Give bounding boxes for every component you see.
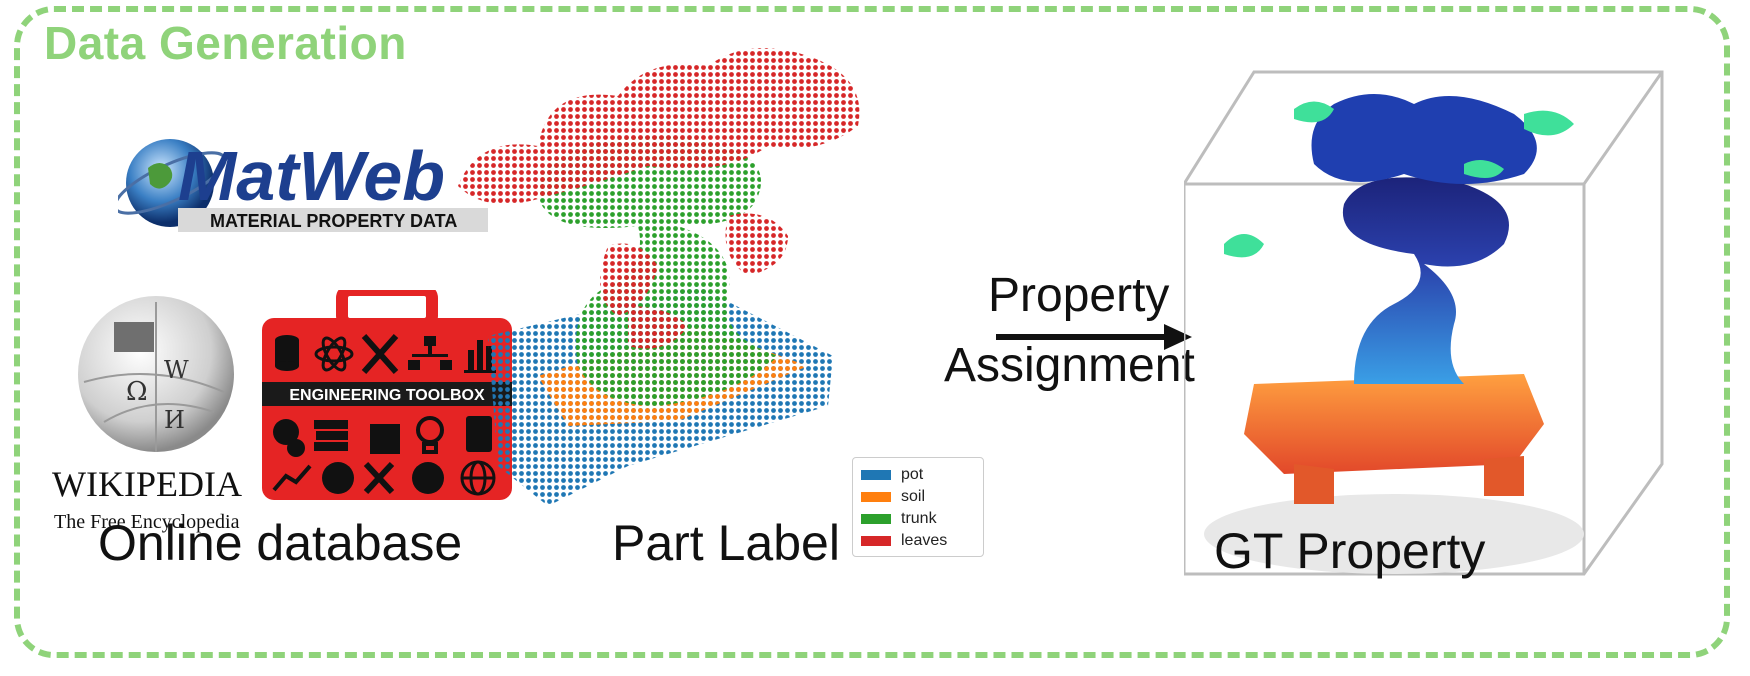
part-legend: pot soil trunk leaves <box>852 457 984 557</box>
legend-item-trunk: trunk <box>861 508 983 530</box>
wikipedia-sub: The Free Encyclopedia <box>54 511 240 533</box>
tools-icon <box>361 334 399 374</box>
globe-icon <box>126 139 214 227</box>
gt-property-render <box>1184 70 1664 576</box>
hierarchy-icon <box>408 336 452 370</box>
toolbox-label: ENGINEERING TOOLBOX <box>289 387 485 404</box>
line-chart-icon <box>272 464 312 492</box>
right-arrow-icon <box>996 324 1192 350</box>
trunk-render <box>1342 177 1509 384</box>
legend-swatch-soil <box>861 492 891 502</box>
books-icon <box>314 420 348 451</box>
legend-item-soil: soil <box>861 486 983 508</box>
caption-gt-property: GT Property <box>1214 523 1486 579</box>
shadow <box>1204 494 1584 574</box>
legend-swatch-leaves <box>861 536 891 546</box>
trunk-points <box>538 136 778 406</box>
svg-text:W: W <box>164 356 189 384</box>
matweb-sub: MATERIAL PROPERTY DATA <box>210 211 457 231</box>
hammers-icon <box>363 461 395 495</box>
head-gear-icon <box>412 462 444 494</box>
shopping-bag-icon <box>370 424 400 454</box>
pot-render <box>1244 374 1544 474</box>
lightbulb-icon <box>416 416 444 454</box>
caption-online-database: Online database <box>98 515 463 571</box>
part-label-voxel-tree <box>458 48 860 506</box>
calculator-icon <box>466 416 492 452</box>
canopy-render <box>1311 94 1537 184</box>
legend-swatch-pot <box>861 470 891 480</box>
section-title: Data Generation <box>44 17 407 69</box>
data-generation-frame <box>14 6 1730 658</box>
caption-part-label: Part Label <box>612 515 840 571</box>
wikipedia-name: WIKIPEDIA <box>52 464 242 504</box>
svg-text:Ω: Ω <box>126 377 148 407</box>
legend-item-leaves: leaves <box>861 530 983 552</box>
engineering-toolbox-logo: ENGINEERING TOOLBOX <box>262 290 512 500</box>
database-icon <box>275 335 299 371</box>
legend-item-pot: pot <box>861 464 983 486</box>
leaves-points <box>458 48 860 349</box>
atom-icon <box>314 336 354 372</box>
svg-text:И: И <box>164 406 185 434</box>
matweb-logo: MatWeb MATERIAL PROPERTY DATA <box>118 137 488 232</box>
globe-grid-icon <box>460 460 496 496</box>
arrow-label-line2: Assignment <box>944 339 1195 392</box>
bar-chart-icon <box>464 340 496 373</box>
legend-swatch-trunk <box>861 514 891 524</box>
matweb-name: MatWeb <box>178 137 445 215</box>
arrow-label-line1: Property <box>988 269 1170 322</box>
wikipedia-logo: Ω W И WIKIPEDIA The Free Encyclopedia <box>52 296 242 533</box>
saw-blade-icon <box>322 462 354 494</box>
gears-icon <box>273 419 305 457</box>
